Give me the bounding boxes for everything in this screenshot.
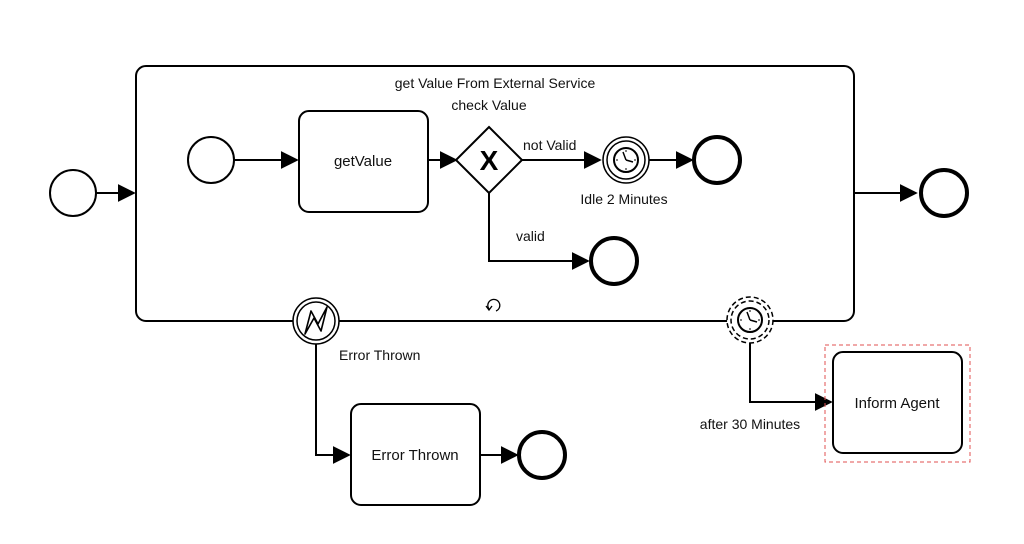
task-error-thrown[interactable]: Error Thrown [350, 403, 481, 506]
lightning-icon [304, 306, 328, 335]
task-get-value-label: getValue [334, 153, 392, 170]
end-event-valid[interactable] [589, 236, 639, 286]
subprocess-title: get Value From External Service [395, 75, 596, 91]
error-boundary-label: Error Thrown [339, 347, 420, 363]
end-event-error[interactable] [517, 430, 567, 480]
flow-valid[interactable] [488, 193, 590, 270]
end-event-outer[interactable] [919, 168, 969, 218]
timer-intermediate-event[interactable] [602, 136, 650, 184]
timer-boundary-label: after 30 Minutes [700, 416, 800, 432]
task-inform-agent-label: Inform Agent [854, 395, 940, 412]
error-boundary-event[interactable] [292, 297, 340, 345]
task-inform-agent[interactable]: Inform Agent [824, 344, 971, 463]
clock-icon [737, 307, 763, 333]
task-get-value[interactable]: getValue [298, 110, 429, 213]
start-event-outer[interactable] [49, 169, 97, 217]
selection-outline [824, 344, 971, 463]
gateway-label: check Value [451, 97, 526, 113]
timer-intermediate-label: Idle 2 Minutes [580, 191, 667, 207]
end-event-not-valid[interactable] [692, 135, 742, 185]
task-error-thrown-label: Error Thrown [371, 447, 458, 464]
start-event-inner[interactable] [187, 136, 235, 184]
flow-timer-to-inform[interactable] [749, 343, 833, 411]
gateway-x-marker: X [480, 145, 499, 176]
loop-marker-icon [485, 298, 501, 312]
flow-valid-label: valid [516, 228, 545, 244]
timer-boundary-event[interactable] [726, 296, 774, 344]
flow-error-to-task[interactable] [315, 344, 351, 464]
clock-icon [613, 147, 639, 173]
flow-not-valid-label: not Valid [523, 137, 576, 153]
